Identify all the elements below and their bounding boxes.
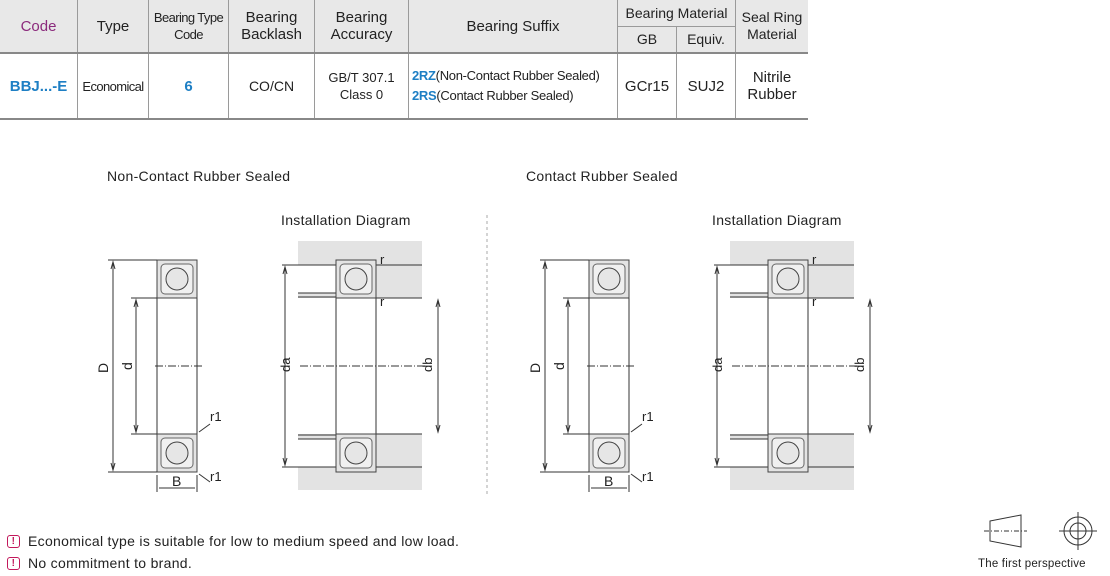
bearing-ball	[344, 267, 368, 291]
cell-seal: Nitrile Rubber	[735, 52, 808, 120]
accuracy-line-1: GB/T 307.1	[328, 70, 395, 85]
label-D: D	[95, 363, 111, 373]
leader-line	[630, 423, 643, 433]
accuracy-line-2: Class 0	[339, 87, 384, 102]
header-type-code: Bearing Type Code	[148, 0, 229, 53]
header-code: Code	[0, 0, 78, 53]
dimension-arrows	[867, 298, 873, 434]
label-B: B	[172, 473, 181, 489]
note-text: Economical type is suitable for low to m…	[28, 533, 460, 549]
leader-line	[630, 473, 643, 483]
bearing-ball	[597, 441, 621, 465]
bearing-ball	[597, 267, 621, 291]
leader-line	[198, 473, 211, 483]
bearing-ball	[776, 441, 800, 465]
label-r1: r1	[642, 409, 654, 424]
dimension-arrows	[542, 260, 548, 472]
label-r: r	[812, 294, 817, 309]
label-B: B	[604, 473, 613, 489]
bearing-ball	[165, 267, 189, 291]
header-gb: GB	[617, 26, 677, 53]
label-db: db	[852, 358, 867, 372]
dimension-arrows	[110, 260, 116, 472]
cell-type: Economical	[77, 52, 149, 120]
label-r: r	[812, 252, 817, 267]
shaft-clear	[730, 439, 768, 467]
first-perspective-icon	[984, 512, 1097, 550]
label-r1: r1	[210, 409, 222, 424]
dimension-arrows	[714, 265, 720, 467]
label-r: r	[380, 294, 385, 309]
label-D: D	[527, 363, 543, 373]
notes: ! Economical type is suitable for low to …	[7, 530, 459, 574]
dimension-arrows	[282, 265, 288, 467]
install-title-left: Installation Diagram	[281, 212, 411, 228]
label-r1: r1	[642, 469, 654, 484]
contact-title: Contact Rubber Sealed	[526, 168, 678, 184]
cell-suffix: 2RZ(Non-Contact Rubber Sealed) 2RS(Conta…	[408, 52, 618, 120]
spec-table: Code Type Bearing Type Code Bearing Back…	[0, 0, 808, 120]
bearing-ball	[165, 441, 189, 465]
cell-type-code: 6	[148, 52, 229, 120]
shaft-clear	[730, 265, 768, 293]
dimension-arrows	[133, 298, 139, 434]
header-suffix: Bearing Suffix	[408, 0, 618, 53]
bearing-ball	[776, 267, 800, 291]
header-type: Type	[77, 0, 149, 53]
dimension-arrows	[565, 298, 571, 434]
header-seal: Seal Ring Material	[735, 0, 808, 53]
warning-icon: !	[7, 534, 20, 548]
cell-equiv: SUJ2	[676, 52, 736, 120]
suffix-2rz-desc: (Non-Contact Rubber Sealed)	[435, 68, 600, 83]
cell-backlash: CO/CN	[228, 52, 315, 120]
label-d: d	[551, 362, 567, 370]
table-row: BBJ...-E Economical 6 CO/CN GB/T 307.1 C…	[0, 52, 808, 120]
header-accuracy: Bearing Accuracy	[314, 0, 409, 53]
shaft-clear	[298, 265, 336, 293]
cell-code: BBJ...-E	[0, 52, 78, 120]
perspective-label: The first perspective	[978, 558, 1086, 570]
install-title-right: Installation Diagram	[712, 212, 842, 228]
suffix-2rs-code: 2RS	[412, 88, 437, 103]
header-equiv: Equiv.	[676, 26, 736, 53]
note-text: No commitment to brand.	[28, 555, 193, 571]
note-item: ! No commitment to brand.	[7, 552, 459, 574]
label-da: da	[710, 357, 725, 372]
suffix-2rs-desc: (Contact Rubber Sealed)	[436, 88, 574, 103]
warning-icon: !	[7, 556, 20, 570]
bearing-ball	[344, 441, 368, 465]
header-backlash: Bearing Backlash	[228, 0, 315, 53]
cell-gb: GCr15	[617, 52, 677, 120]
dimension-arrows	[435, 298, 441, 434]
label-db: db	[420, 358, 435, 372]
label-d: d	[119, 362, 135, 370]
label-da: da	[278, 357, 293, 372]
leader-line	[198, 423, 211, 433]
label-r: r	[380, 252, 385, 267]
non-contact-title: Non-Contact Rubber Sealed	[107, 168, 291, 184]
note-item: ! Economical type is suitable for low to …	[7, 530, 459, 552]
cell-accuracy: GB/T 307.1 Class 0	[314, 52, 409, 120]
label-r1: r1	[210, 469, 222, 484]
header-material: Bearing Material	[617, 0, 736, 27]
suffix-2rz-code: 2RZ	[412, 68, 436, 83]
shaft-clear	[298, 439, 336, 467]
